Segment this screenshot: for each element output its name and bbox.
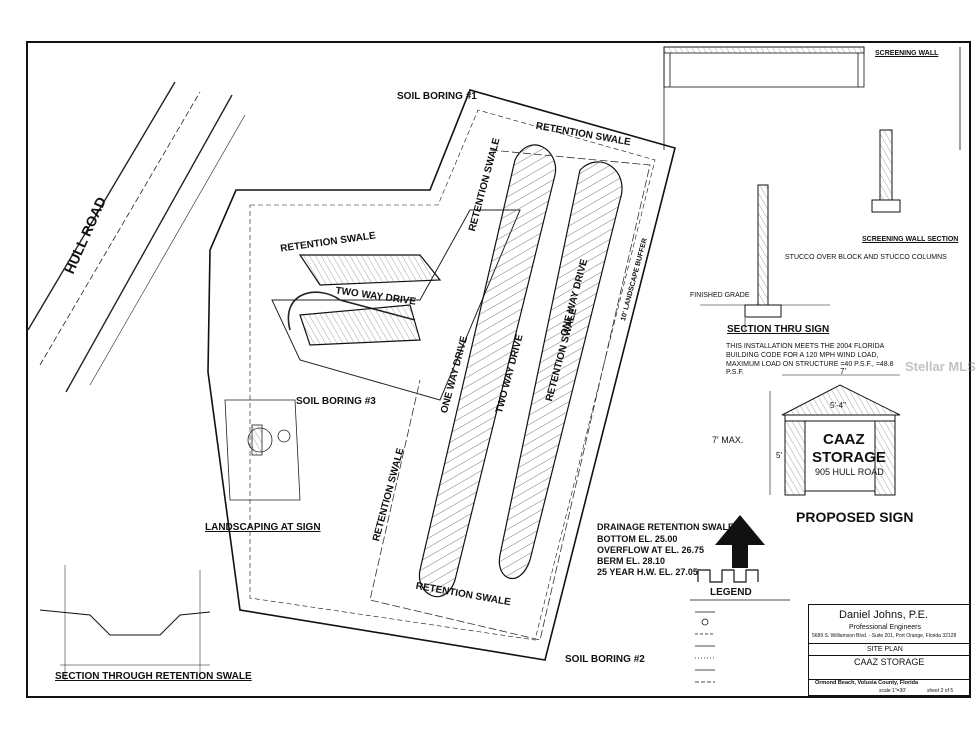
screening-wall-title: SCREENING WALL (875, 50, 939, 57)
watermark: Stellar MLS (905, 359, 976, 374)
drainage-hw: 25 YEAR H.W. EL. 27.05 (597, 567, 698, 577)
project-location: Ormond Beach, Volusia County, Florida (815, 680, 919, 686)
engineer-name: Daniel Johns, P.E. (839, 609, 929, 621)
title-block: Daniel Johns, P.E. Professional Engineer… (808, 604, 970, 696)
sign-dim-inner: 5'-4" (830, 401, 846, 410)
sheet-type: SITE PLAN (867, 646, 903, 653)
project-name: CAAZ STORAGE (854, 657, 925, 667)
sign-dim-5: 5' (776, 451, 782, 460)
swale-section (39, 565, 211, 680)
proposed-sign-title: PROPOSED SIGN (796, 509, 914, 525)
sign-max-height: 7' MAX. (712, 435, 744, 445)
scale-label: scale 1"=30' (879, 688, 907, 694)
retention-swale-outline (369, 149, 651, 641)
sign-dim-width: 7' (840, 367, 846, 376)
drainage-overflow: OVERFLOW AT EL. 26.75 (597, 545, 705, 555)
firm-address: 5689 S. Williamson Blvd. - Suite 201, Po… (812, 633, 957, 639)
drainage-title: DRAINAGE RETENTION SWALE (597, 522, 735, 532)
sign-section (700, 184, 830, 330)
sheet-number: sheet 2 of 5 (927, 688, 954, 694)
parcel-boundary (207, 89, 676, 661)
soil-boring-1-label: SOIL BORING #1 (397, 91, 477, 102)
landscaping-detail (224, 399, 301, 501)
sign-address: 905 HULL ROAD (815, 467, 884, 477)
soil-boring-2-label: SOIL BORING #2 (565, 654, 645, 665)
screening-wall-section (871, 129, 901, 213)
stucco-note: STUCCO OVER BLOCK AND STUCCO COLUMNS (785, 254, 947, 261)
proposed-sign-elevation (769, 374, 901, 496)
section-thru-sign-title: SECTION THRU SIGN (727, 324, 830, 335)
legend-title: LEGEND (710, 587, 752, 598)
sign-line1: CAAZ (823, 431, 865, 448)
landscaping-at-sign-title: LANDSCAPING AT SIGN (205, 522, 321, 533)
screening-wall-section-title: SCREENING WALL SECTION (862, 236, 959, 243)
legend-symbols (690, 599, 790, 683)
section-swale-title: SECTION THROUGH RETENTION SWALE (55, 671, 252, 682)
firm-name: Professional Engineers (849, 624, 921, 631)
scale-bar (697, 569, 759, 583)
finished-grade-note: FINISHED GRADE (690, 292, 750, 299)
drainage-bottom: BOTTOM EL. 25.00 (597, 534, 678, 544)
soil-boring-3-label: SOIL BORING #3 (296, 396, 376, 407)
screening-wall-elevation (663, 46, 961, 150)
hull-road (27, 81, 246, 393)
sign-code-note: THIS INSTALLATION MEETS THE 2004 FLORIDA… (726, 343, 894, 377)
storage-buildings (298, 144, 623, 598)
drainage-berm: BERM EL. 28.10 (597, 556, 666, 566)
north-arrow-icon (715, 515, 765, 568)
sign-line2: STORAGE (812, 449, 886, 466)
